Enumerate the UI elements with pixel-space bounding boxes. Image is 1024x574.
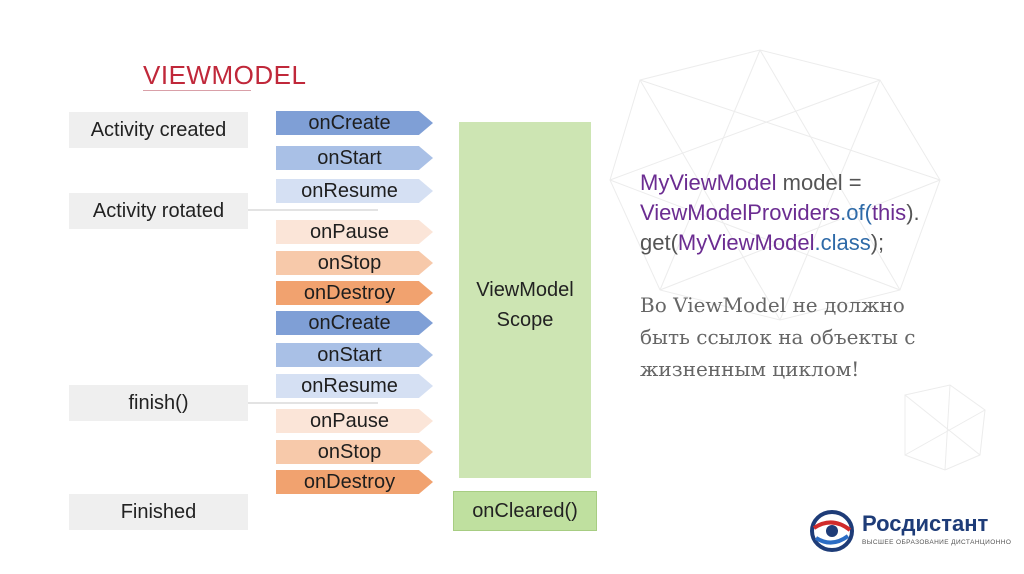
lifecycle-onstart-arrow: onStart <box>276 343 433 367</box>
lifecycle-onstop-arrow: onStop <box>276 251 433 275</box>
code-end: ); <box>870 230 885 255</box>
rosdistant-logo-icon <box>810 510 854 552</box>
lifecycle-oncreate-arrow: onCreate <box>276 311 433 335</box>
code-get: get( <box>640 230 678 255</box>
viewmodel-scope-label: ViewModel Scope <box>459 275 591 335</box>
warning-note: Во ViewModel не должно быть ссылок на об… <box>640 289 980 385</box>
title-underline <box>143 90 251 91</box>
slide-title: VIEWMODEL <box>143 60 307 90</box>
lifecycle-ondestroy-arrow: onDestroy <box>276 281 433 305</box>
state-activity-rotated: Activity rotated <box>69 193 248 229</box>
lifecycle-onstop-arrow: onStop <box>276 440 433 464</box>
connector-finish <box>248 402 378 404</box>
note-line3: жизненным циклом! <box>640 357 860 381</box>
code-type: MyViewModel <box>640 170 777 195</box>
code-this: this <box>871 200 907 225</box>
lifecycle-onstart-arrow: onStart <box>276 146 433 170</box>
code-close: ). <box>906 200 920 225</box>
state-finish: finish() <box>69 385 248 421</box>
state-activity-created: Activity created <box>69 112 248 148</box>
note-line2: быть ссылок на объекты с <box>640 325 916 349</box>
code-decl: model = <box>776 170 862 195</box>
scope-label-line2: Scope <box>496 309 554 331</box>
viewmodel-scope-bar <box>459 122 591 478</box>
oncleared-box: onCleared() <box>453 491 597 531</box>
scope-label-line1: ViewModel <box>476 279 574 301</box>
code-snippet: MyViewModel model = ViewModelProviders.o… <box>640 168 1000 258</box>
lifecycle-onresume-arrow: onResume <box>276 374 433 398</box>
code-providers: ViewModelProviders <box>640 200 841 225</box>
code-of: .of( <box>840 200 872 225</box>
lifecycle-onresume-arrow: onResume <box>276 179 433 203</box>
logo-name: Росдистант <box>862 511 989 536</box>
lifecycle-onpause-arrow: onPause <box>276 220 433 244</box>
connector-rotated <box>248 209 378 211</box>
lifecycle-ondestroy-arrow: onDestroy <box>276 470 433 494</box>
state-finished: Finished <box>69 494 248 530</box>
logo-tagline: ВЫСШЕЕ ОБРАЗОВАНИЕ ДИСТАНЦИОННО <box>862 539 1012 546</box>
code-type-arg: MyViewModel <box>677 230 815 255</box>
code-class: .class <box>814 230 871 255</box>
lifecycle-onpause-arrow: onPause <box>276 409 433 433</box>
note-line1: Во ViewModel не должно <box>640 293 905 317</box>
lifecycle-oncreate-arrow: onCreate <box>276 111 433 135</box>
